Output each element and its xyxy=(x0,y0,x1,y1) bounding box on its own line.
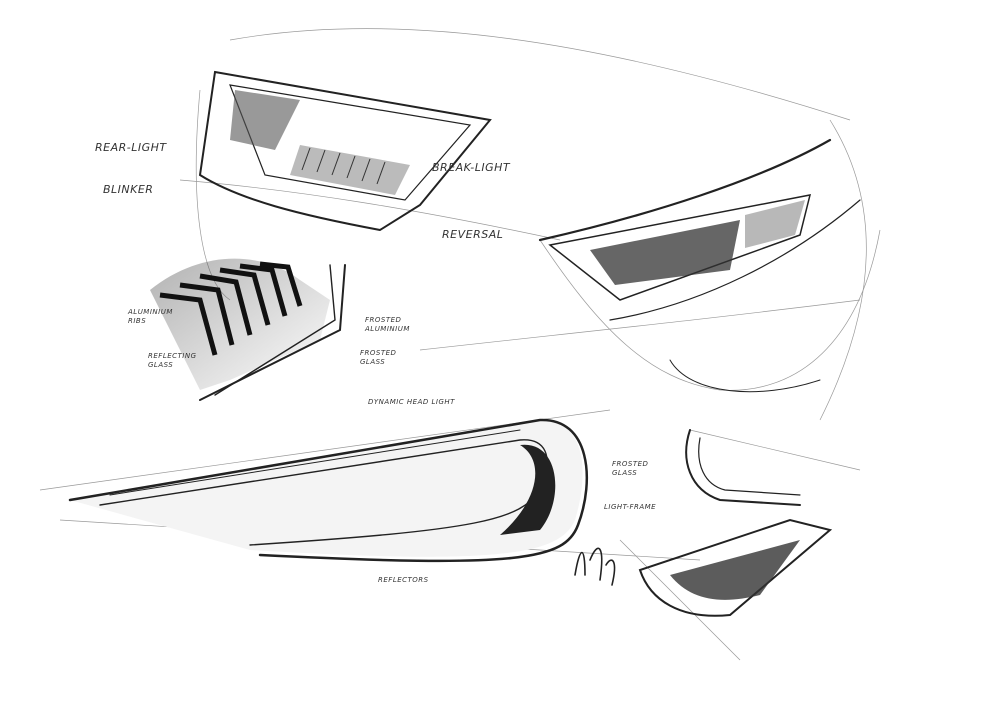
head-light-sketch xyxy=(68,418,589,563)
signature xyxy=(574,547,616,586)
small-light-sketches xyxy=(638,429,833,617)
label-frosted-glass-1: FROSTED GLASS xyxy=(360,349,397,366)
label-reflectors: REFLECTORS xyxy=(378,576,429,584)
label-reversal: REVERSAL xyxy=(442,228,504,241)
label-blinker: BLINKER xyxy=(103,183,154,196)
car-rear-sketch xyxy=(538,138,861,393)
label-rear-light: REAR-LIGHT xyxy=(95,141,167,154)
label-frosted-glass-2: FROSTED GLASS xyxy=(612,460,649,477)
label-aluminium-ribs: ALUMINIUM RIBS xyxy=(128,308,173,325)
label-dynamic-head-light: DYNAMIC HEAD LIGHT xyxy=(368,398,455,406)
label-break-light: BREAK-LIGHT xyxy=(432,161,511,174)
label-reflecting-glass: REFLECTING GLASS xyxy=(148,352,197,369)
label-frosted-aluminium: FROSTED ALUMINIUM xyxy=(365,316,410,333)
rib-detail-sketch xyxy=(150,258,346,401)
label-light-frame: LIGHT-FRAME xyxy=(604,503,657,511)
rear-light-sketch xyxy=(198,70,492,232)
